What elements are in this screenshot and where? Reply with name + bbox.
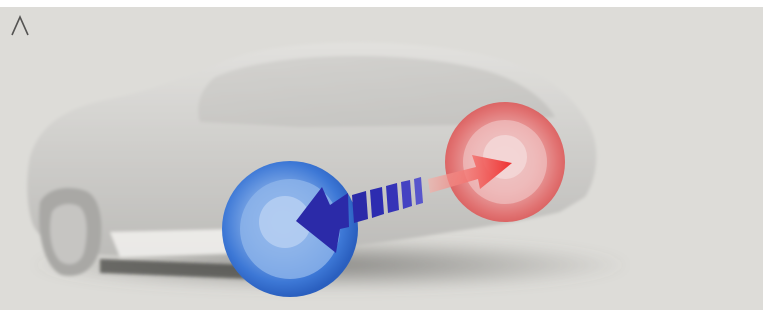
caret-up-icon[interactable] xyxy=(10,13,30,39)
illustration-panel xyxy=(0,7,763,310)
car-wheel-illustration xyxy=(0,7,763,310)
